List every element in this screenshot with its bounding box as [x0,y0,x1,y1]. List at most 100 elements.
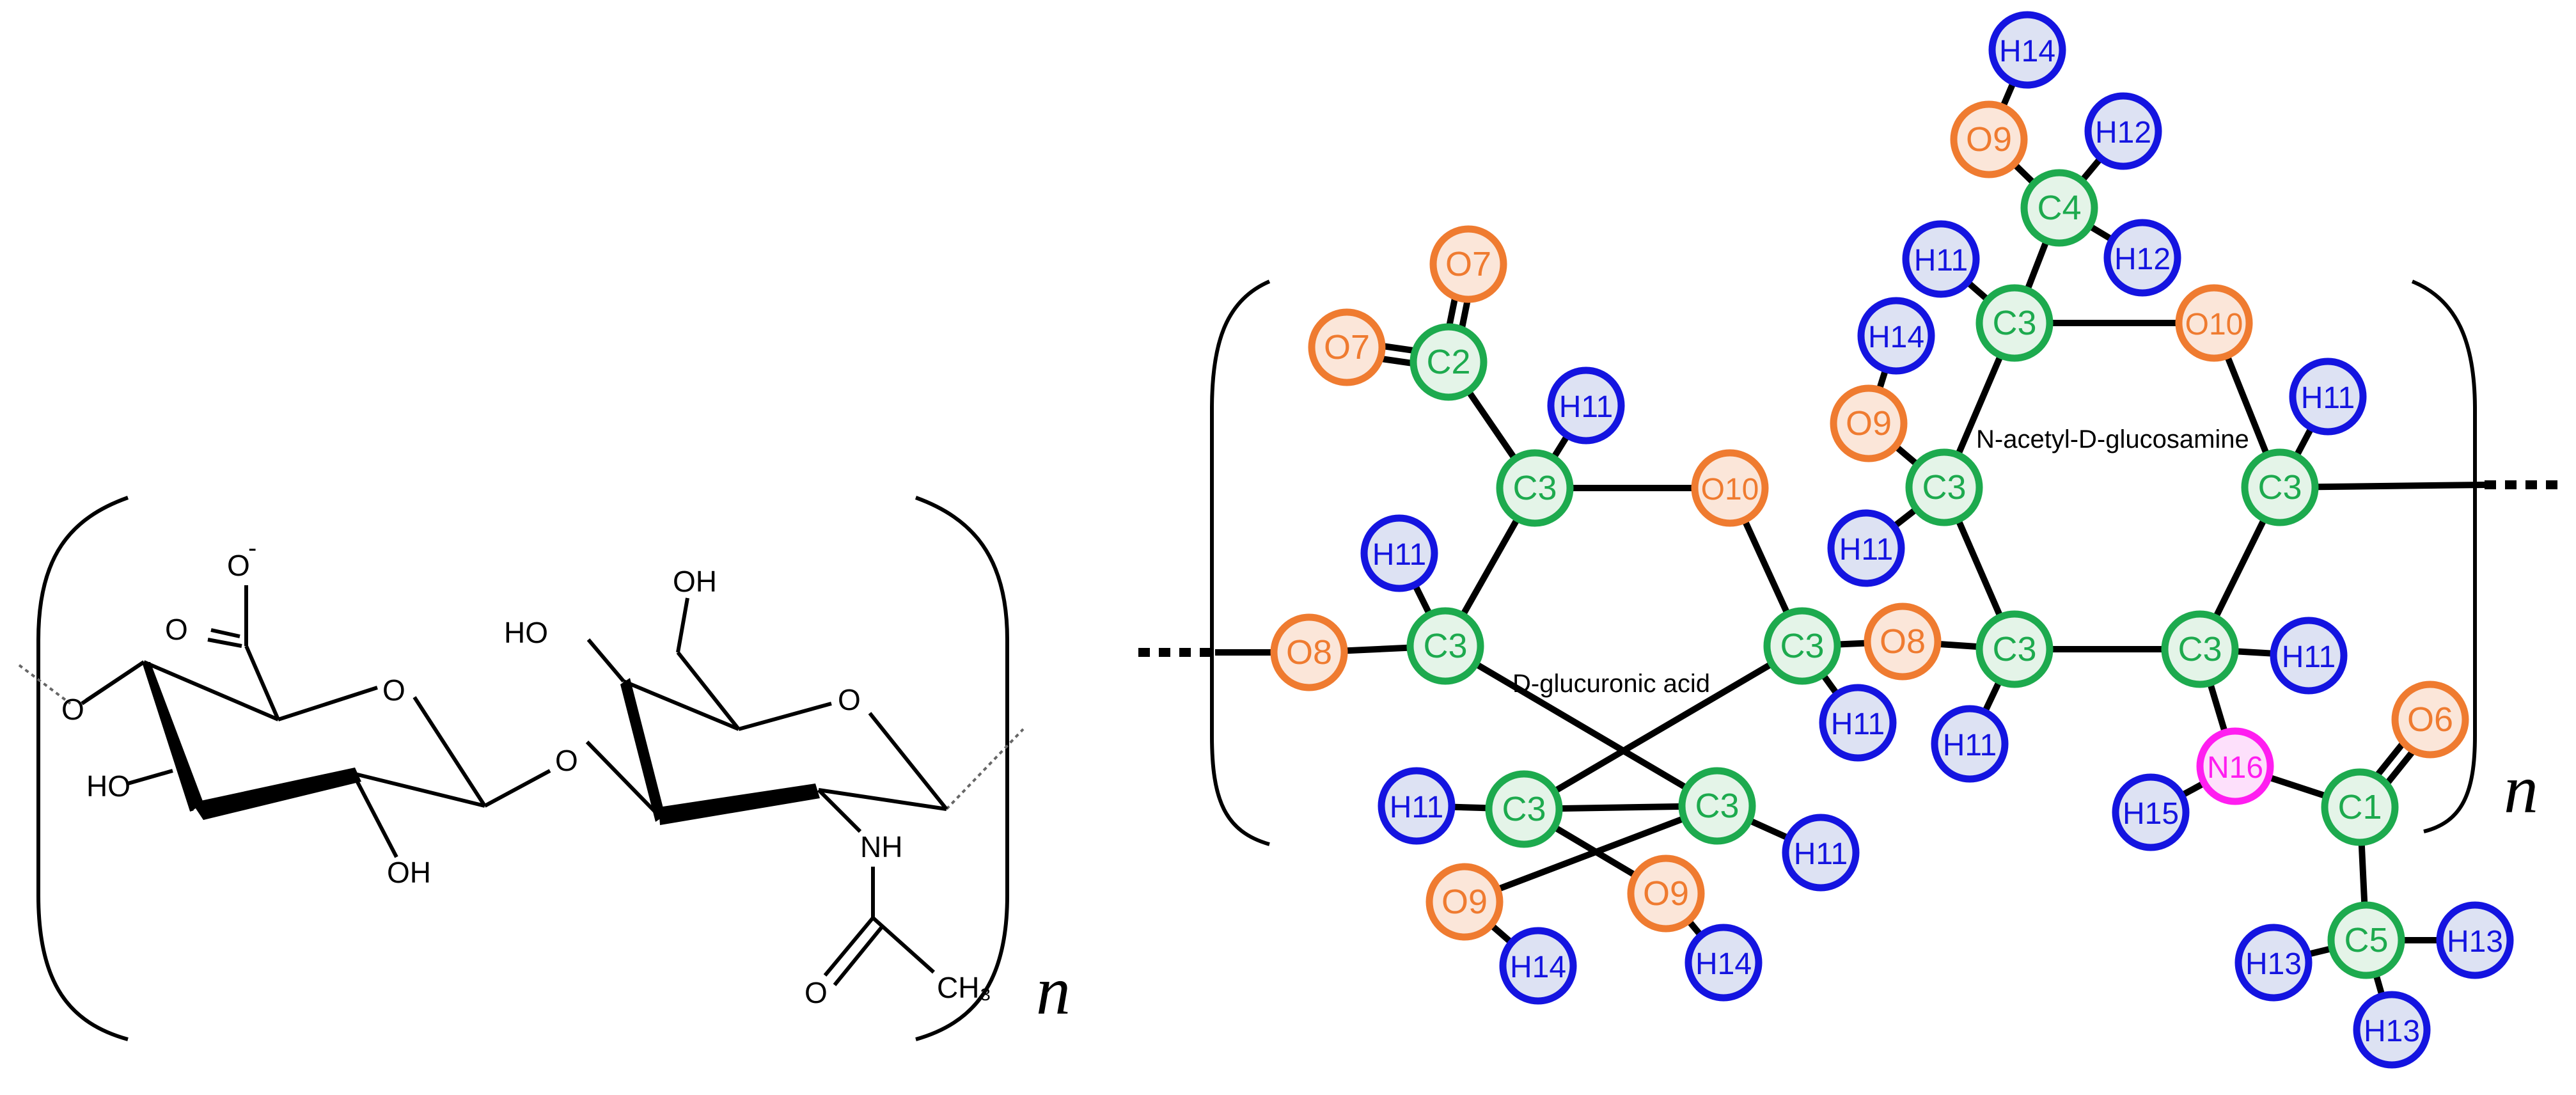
atom-H11e: H11 [1782,814,1860,892]
atom-H14c: H14 [1988,11,2066,89]
atom-label-H11c: H11 [1831,707,1885,741]
atom-circle-C5 [2327,901,2405,979]
atom-C3d: C3 [1485,770,1563,848]
atom-H11b: H11 [1360,514,1438,592]
atom-circle-C3c [1763,607,1841,685]
atom-circle-H15 [2112,773,2190,851]
atom-circle-O7a [1429,225,1507,303]
atom-H12b: H12 [2103,219,2181,297]
atom-circle-H11d [1378,767,1456,845]
atom-O10b: O10 [2175,284,2253,362]
atom-H11g: H11 [1827,509,1905,587]
label-oh-1: OH [387,856,431,889]
atom-label-O8a: O8 [1286,633,1332,672]
atom-H13c: H13 [2353,991,2431,1069]
atom-label-H11e: H11 [1794,837,1848,871]
atom-circle-O10a [1691,449,1769,527]
atom-N16: N16 [2196,727,2274,805]
atom-O9c: O9 [1950,100,2028,178]
atom-circle-O8a [1270,613,1348,691]
atom-circle-O6 [2391,681,2469,759]
atom-circle-H11f [1902,220,1980,298]
atom-circle-C3i [2161,610,2239,688]
atom-label-H15: H15 [2123,797,2179,831]
right-repeat-n: n [2504,752,2538,828]
bond-C3e-O9a [1463,803,1718,905]
atom-label-C3a: C3 [1512,469,1557,507]
atom-label-O8b: O8 [1880,622,1926,661]
atom-circle-C3b [1406,607,1484,685]
label-oh-2: OH [673,565,717,598]
atom-label-C3c: C3 [1780,627,1824,665]
atom-circle-C4 [2020,169,2098,247]
atom-circle-N16 [2196,727,2274,805]
atom-C3g: C3 [1905,448,1983,526]
atom-circle-C2 [1410,323,1488,401]
atom-label-O10b: O10 [2185,308,2243,342]
skeletal-formula: O - O O O HO OH O HO OH O NH O CH₃ n [18,496,1071,1041]
atom-circle-H14c [1988,11,2066,89]
atom-label-H13c: H13 [2364,1014,2420,1048]
atom-label-C4: C4 [2037,189,2081,227]
label-o-left: O [61,693,84,726]
atom-label-H11i: H11 [2282,640,2336,674]
atom-label-H14a: H14 [1510,950,1566,984]
atom-label-H12b: H12 [2114,242,2171,276]
atom-H11j: H11 [2289,358,2367,436]
left-bracket-open [36,496,129,1041]
atom-H11d: H11 [1378,767,1456,845]
label-o-link: O [555,744,578,777]
atom-C3e: C3 [1678,767,1756,845]
atom-label-O10a: O10 [1701,473,1759,507]
atom-label-C3i: C3 [2178,630,2222,668]
label-ring-o-2: O [838,683,861,716]
atom-label-C3e: C3 [1695,787,1739,825]
atom-label-C5: C5 [2344,921,2388,959]
atom-label-H11f: H11 [1914,244,1968,278]
atom-label-O7b: O7 [1324,328,1370,366]
atom-label-H13a: H13 [2245,947,2302,981]
atom-O7b: O7 [1308,308,1386,386]
atom-circle-H11a [1547,366,1625,445]
atom-C3f: C3 [1975,284,2054,362]
atom-H15: H15 [2112,773,2190,851]
label-ho-1: HO [86,769,130,803]
atom-O7a: O7 [1429,225,1507,303]
glucuronic-ring [81,585,551,858]
atom-label-H14b: H14 [1695,947,1752,981]
atom-H11h: H11 [1931,705,2009,783]
left-repeat-n: n [1036,953,1071,1029]
atom-label-O9c: O9 [1966,120,2012,159]
atom-H14b: H14 [1685,924,1763,1002]
label-ch3: CH₃ [937,971,991,1004]
atom-O9d: O9 [1830,384,1908,462]
atom-circle-O9d [1830,384,1908,462]
bond-C3b-C3e [1443,643,1719,809]
atom-O6: O6 [2391,681,2469,759]
left-bracket-close [915,496,1009,1041]
atom-C2: C2 [1410,323,1488,401]
atom-label-O9d: O9 [1846,404,1892,443]
atom-label-C3j: C3 [2258,468,2302,507]
atom-C3c: C3 [1763,607,1841,685]
atom-H11c: H11 [1819,684,1897,762]
atom-label-O9b: O9 [1643,874,1689,913]
atom-label-C3b: C3 [1423,627,1467,665]
atom-circle-O9b [1627,855,1705,933]
atom-circle-O8b [1864,603,1942,681]
label-o-minus: O [227,549,250,582]
atom-label-H11h: H11 [1943,729,1997,762]
atom-label-H11d: H11 [1390,791,1444,824]
atom-circle-H13b [2436,901,2514,979]
residue-label-glucuronic: D-glucuronic acid [1512,670,1710,698]
atom-circle-C3h [1975,610,2054,688]
atom-label-H11g: H11 [1839,533,1894,567]
atom-H13b: H13 [2436,901,2514,979]
atom-label-C3f: C3 [1992,304,2036,342]
right-bracket-close [2411,280,2477,833]
atom-label-O6: O6 [2407,700,2453,739]
label-ring-o-1: O [382,674,405,707]
atom-circle-H11j [2289,358,2367,436]
